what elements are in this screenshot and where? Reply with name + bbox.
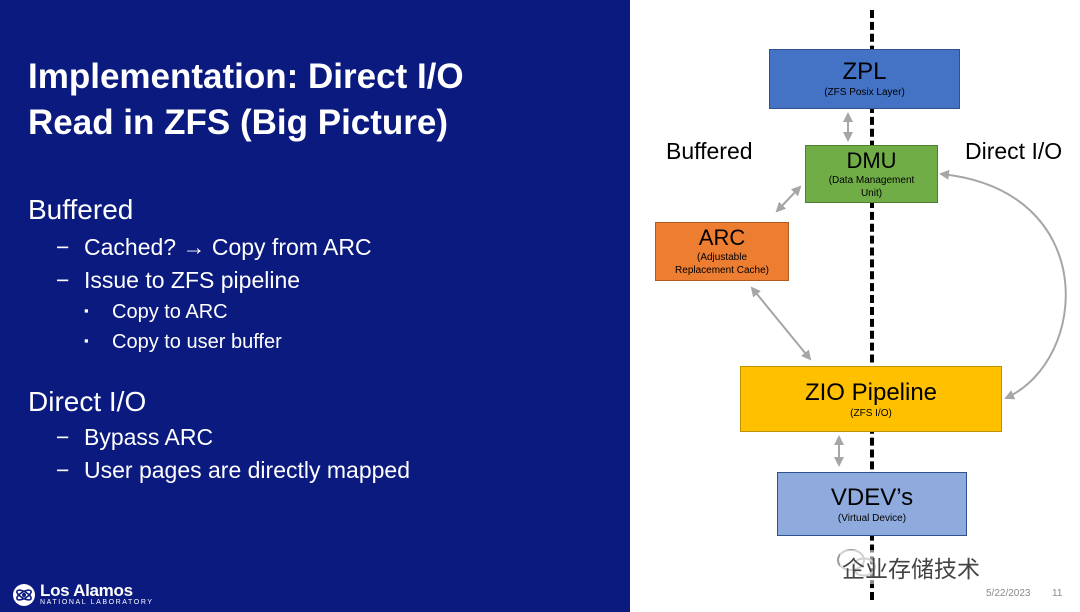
arrow-dmu-zio-direct	[939, 169, 1067, 400]
dmu-subtitle-line1: (Data Management	[828, 175, 915, 186]
arc-name: ARC	[698, 225, 746, 250]
arrow-dmu-arc	[775, 185, 802, 213]
divider-line	[870, 10, 874, 600]
bullet-cached: −Cached? → Copy from ARC	[56, 234, 372, 261]
zpl-subtitle: (ZFS Posix Layer)	[824, 87, 905, 98]
bullet-user-pages: −User pages are directly mapped	[56, 457, 410, 484]
logo-name: Los Alamos	[40, 581, 133, 600]
zfs-diagram: ZPL (ZFS Posix Layer) DMU (Data Manageme…	[630, 0, 1080, 612]
slide-title-line2: Read in ZFS (Big Picture)	[28, 103, 449, 142]
dash-marker: −	[56, 424, 70, 450]
logo-subtitle: NATIONAL LABORATORY	[40, 599, 154, 606]
bullet-user-pages-text: User pages are directly mapped	[84, 457, 410, 483]
bullet-bypass-arc: −Bypass ARC	[56, 424, 213, 451]
dash-marker: −	[56, 457, 70, 483]
dmu-box: DMU (Data Management Unit)	[805, 145, 938, 203]
arc-subtitle-line2: Replacement Cache)	[675, 265, 769, 276]
footer-date: 5/22/2023	[986, 588, 1031, 599]
subbullet-copy-to-user-buffer-text: Copy to user buffer	[112, 331, 282, 353]
title-panel: Implementation: Direct I/O Read in ZFS (…	[0, 0, 630, 612]
direct-io-heading: Direct I/O	[28, 386, 147, 417]
slide-title: Implementation: Direct I/O Read in ZFS (…	[28, 54, 464, 146]
bullet-cached-text: Cached? → Copy from ARC	[84, 234, 372, 260]
dmu-name: DMU	[846, 148, 897, 173]
diagram-arrows	[750, 112, 1067, 467]
los-alamos-logo: Los Alamos NATIONAL LABORATORY	[12, 581, 162, 609]
vdev-subtitle: (Virtual Device)	[837, 513, 907, 524]
dmu-subtitle-line2: Unit)	[860, 188, 883, 199]
zio-subtitle: (ZFS I/O)	[850, 408, 892, 419]
zpl-name: ZPL	[842, 58, 887, 85]
arc-box: ARC (Adjustable Replacement Cache)	[655, 222, 789, 281]
slide-title-line1: Implementation: Direct I/O	[28, 57, 464, 96]
atom-icon	[13, 584, 35, 606]
vdev-name: VDEV’s	[830, 484, 914, 511]
dash-marker: −	[56, 267, 70, 293]
buffered-heading: Buffered	[28, 194, 134, 225]
bullet-issue-pipeline: −Issue to ZFS pipeline	[56, 267, 300, 294]
bullet-bypass-arc-text: Bypass ARC	[84, 424, 214, 450]
zio-pipeline-box: ZIO Pipeline (ZFS I/O)	[740, 366, 1002, 432]
square-marker: ▪	[84, 303, 89, 318]
page-number: 11	[1052, 588, 1063, 599]
arrow-arc-zio	[750, 286, 812, 361]
arc-subtitle-line1: (Adjustable	[696, 252, 748, 263]
bullet-issue-pipeline-text: Issue to ZFS pipeline	[84, 267, 301, 293]
subbullet-copy-to-arc: ▪ Copy to ARC	[84, 301, 228, 324]
buffered-label: Buffered	[666, 138, 753, 164]
watermark-text: 企业存储技术	[840, 550, 982, 584]
zpl-box: ZPL (ZFS Posix Layer)	[769, 49, 960, 109]
direct-io-label: Direct I/O	[965, 138, 1063, 164]
zio-name: ZIO Pipeline	[804, 379, 938, 406]
subbullet-copy-to-user-buffer: ▪ Copy to user buffer	[84, 331, 282, 354]
vdev-box: VDEV’s (Virtual Device)	[777, 472, 967, 536]
square-marker: ▪	[84, 333, 89, 348]
subbullet-copy-to-arc-text: Copy to ARC	[112, 301, 228, 323]
dash-marker: −	[56, 234, 70, 260]
